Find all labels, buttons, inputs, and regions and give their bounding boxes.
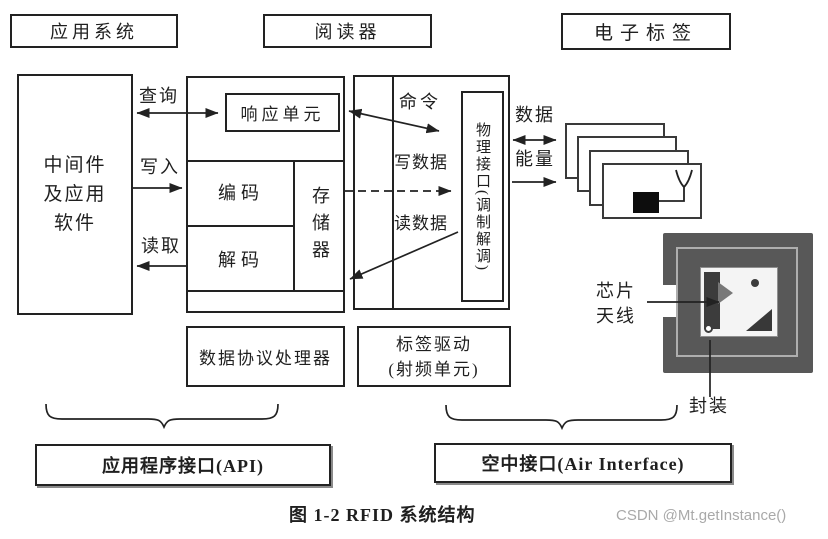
- data-protocol-processor-box: 数据协议处理器: [186, 326, 345, 387]
- write-data-label: 写数据: [394, 153, 448, 172]
- air-interface-brace: [445, 404, 678, 431]
- rf-section-box: [353, 75, 510, 310]
- physical-interface-label: 物理接口(调制解调): [474, 121, 490, 272]
- middleware-box: 中间件 及应用 软件: [17, 74, 133, 315]
- photo-dot: [751, 279, 759, 287]
- middleware-line1: 中间件: [43, 155, 107, 176]
- tag-driver-line1: 标签驱动: [396, 334, 472, 354]
- photo-white-core: [700, 267, 778, 337]
- air-interface-label: 空中接口(Air Interface): [481, 454, 685, 474]
- photo-package-dot: [704, 324, 713, 333]
- photo-pointed-shape: [718, 282, 733, 304]
- api-box: 应用程序接口(API): [35, 444, 331, 486]
- chip-label: 芯片: [596, 281, 636, 301]
- data-label: 数据: [515, 105, 555, 125]
- api-label: 应用程序接口(API): [102, 456, 264, 476]
- write-label: 写入: [140, 157, 180, 177]
- tag-card-front: [602, 163, 702, 219]
- command-label: 命令: [399, 92, 441, 112]
- photo-triangle: [746, 309, 772, 331]
- tag-chip-square: [633, 192, 659, 213]
- package-label: 封装: [689, 396, 729, 416]
- response-unit-label: 响应单元: [240, 105, 325, 124]
- middleware-line3: 软件: [53, 213, 96, 234]
- physical-interface-box: 物理接口(调制解调): [461, 91, 504, 302]
- encode-decode-divider: [186, 225, 295, 227]
- tag-driver-line2: (射频单元): [388, 359, 480, 379]
- photo-left-notch: [663, 285, 676, 317]
- memory-label: 存储器: [310, 185, 330, 267]
- encoder-label: 编码: [218, 183, 264, 203]
- tag-photo: [663, 233, 813, 373]
- decoder-label: 解码: [218, 250, 264, 270]
- middleware-line2: 及应用: [43, 184, 107, 205]
- rf-section-divider: [392, 75, 394, 310]
- reader-box: 阅读器: [263, 14, 432, 48]
- antenna-label: 天线: [596, 306, 636, 326]
- electronic-tag-box: 电子标签: [561, 13, 731, 50]
- air-interface-box: 空中接口(Air Interface): [434, 443, 732, 483]
- reader-label: 阅读器: [314, 22, 381, 42]
- data-protocol-processor-label: 数据协议处理器: [199, 349, 332, 368]
- application-system-label: 应用系统: [50, 22, 138, 42]
- api-brace: [45, 403, 279, 430]
- application-system-box: 应用系统: [10, 14, 178, 48]
- tag-driver-box: 标签驱动 (射频单元): [357, 326, 511, 387]
- energy-label: 能量: [515, 149, 555, 169]
- read-label: 读取: [141, 236, 181, 256]
- electronic-tag-label: 电子标签: [593, 23, 698, 44]
- query-label: 查询: [139, 86, 179, 106]
- response-unit-box: 响应单元: [225, 93, 340, 132]
- watermark: CSDN @Mt.getInstance(): [616, 507, 787, 524]
- figure-caption: 图 1-2 RFID 系统结构: [289, 505, 476, 525]
- read-data-label: 读数据: [394, 214, 448, 233]
